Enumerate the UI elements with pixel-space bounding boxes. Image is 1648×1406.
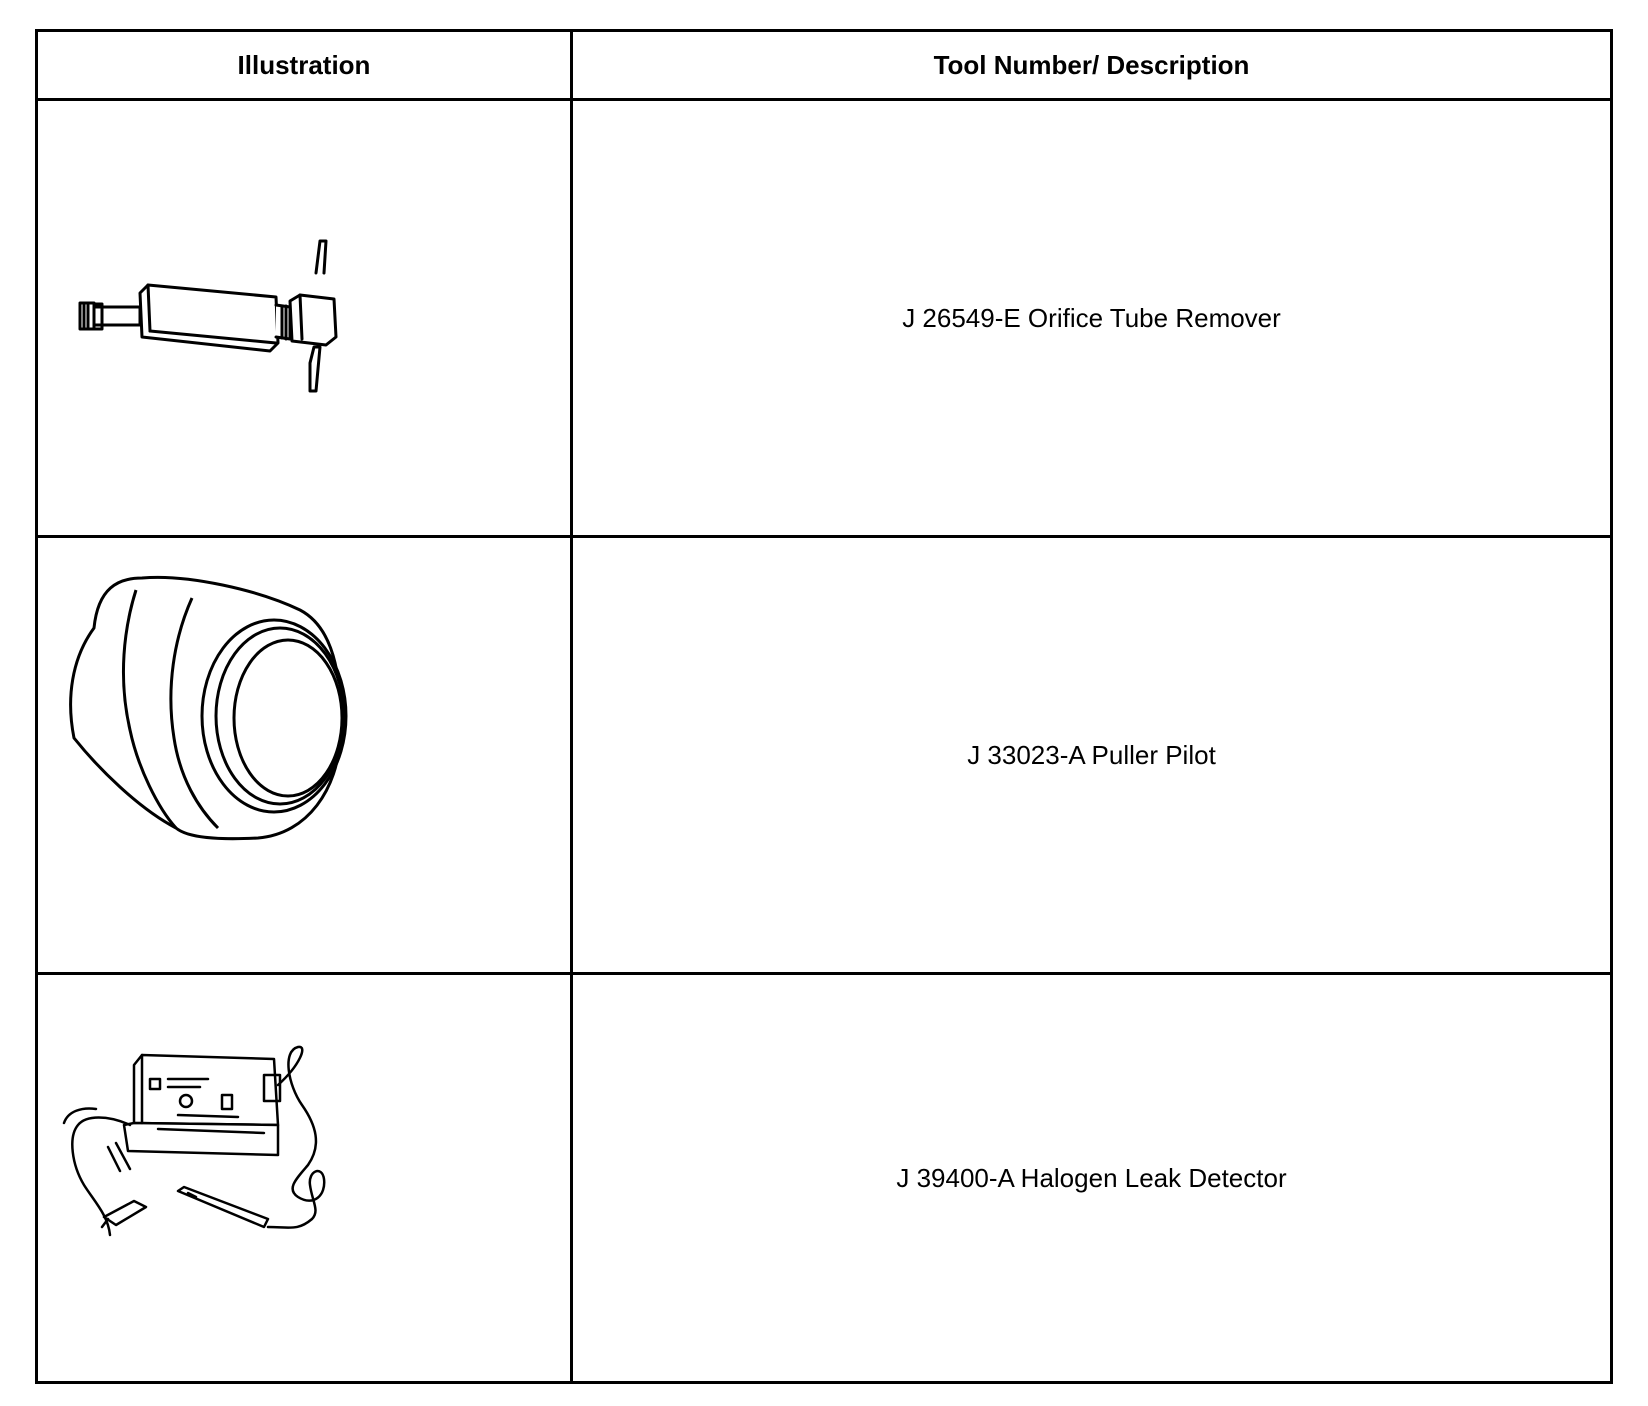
halogen-leak-detector-illustration — [62, 1045, 326, 1237]
special-tools-table: Illustration Tool Number/ Description — [35, 29, 1613, 1384]
table-header-row: Illustration Tool Number/ Description — [35, 29, 1613, 101]
tool-description: J 26549-E Orifice Tube Remover — [570, 98, 1613, 538]
table-row: J 33023-A Puller Pilot — [35, 535, 1613, 975]
illustration-cell — [35, 972, 573, 1384]
illustration-cell — [35, 98, 573, 538]
table-row: J 39400-A Halogen Leak Detector — [35, 972, 1613, 1384]
tool-description: J 39400-A Halogen Leak Detector — [570, 972, 1613, 1384]
tool-description: J 33023-A Puller Pilot — [570, 535, 1613, 975]
orifice-tube-remover-illustration — [78, 239, 338, 393]
table-row: J 26549-E Orifice Tube Remover — [35, 98, 1613, 538]
description-column-header: Tool Number/ Description — [570, 29, 1613, 101]
illustration-column-header: Illustration — [35, 29, 573, 101]
illustration-cell — [35, 535, 573, 975]
puller-pilot-illustration — [69, 575, 348, 841]
